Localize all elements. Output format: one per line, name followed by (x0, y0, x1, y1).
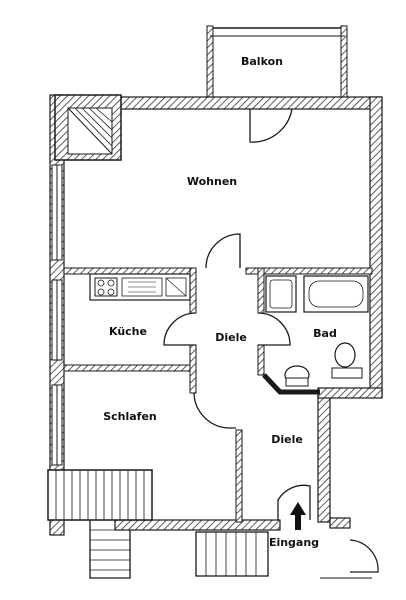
bathroom-fixtures (265, 275, 369, 387)
interior-walls (63, 267, 373, 523)
label-diele-lower: Diele (271, 433, 303, 446)
label-schlafen: Schlafen (103, 410, 157, 423)
stair-entrance (195, 531, 372, 579)
stair-bottom-left (47, 469, 153, 579)
label-eingang: Eingang (269, 536, 319, 549)
label-wohnen: Wohnen (187, 175, 237, 188)
label-bad: Bad (313, 327, 337, 340)
label-diele-upper: Diele (215, 331, 247, 344)
exterior-walls (49, 94, 383, 536)
label-kueche: Küche (109, 325, 147, 338)
label-balkon: Balkon (241, 55, 283, 68)
doors (163, 108, 379, 573)
left-windows (51, 164, 63, 466)
entrance-arrow-icon (290, 502, 306, 530)
stair-top-left (54, 94, 122, 161)
kitchen-counter (89, 273, 191, 301)
